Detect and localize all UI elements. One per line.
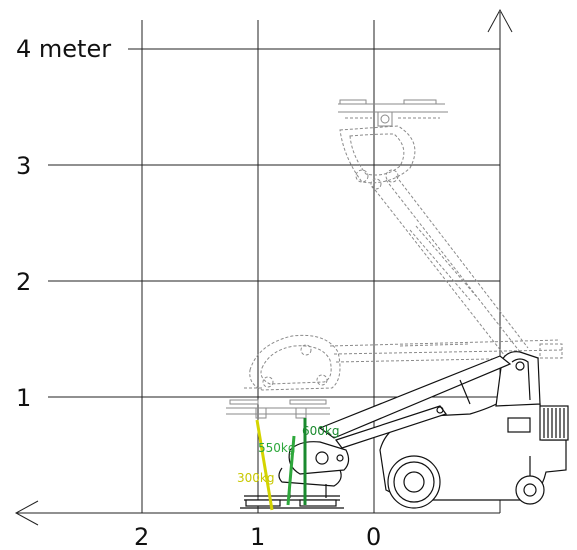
suction-bar-mid (226, 399, 330, 419)
load-line-300kg (255, 419, 274, 511)
load-label-550kg: 550kg (258, 441, 295, 455)
ghost-raised-boom (338, 99, 529, 357)
load-label-300kg: 300kg (237, 471, 274, 485)
y-tick-label-3: 3 (16, 152, 31, 180)
y-tick-label-2: 2 (16, 268, 31, 296)
grid-lines (48, 20, 500, 513)
x-tick-label-1: 1 (250, 523, 265, 550)
load-markers (255, 418, 307, 511)
y-tick-label-4: 4 meter (16, 35, 111, 63)
y-tick-label-1: 1 (16, 384, 31, 412)
x-tick-label-0: 0 (366, 523, 381, 550)
x-tick-label-2: 2 (134, 523, 149, 550)
load-label-600kg: 600kg (302, 424, 339, 438)
load-line-550kg (286, 435, 296, 506)
